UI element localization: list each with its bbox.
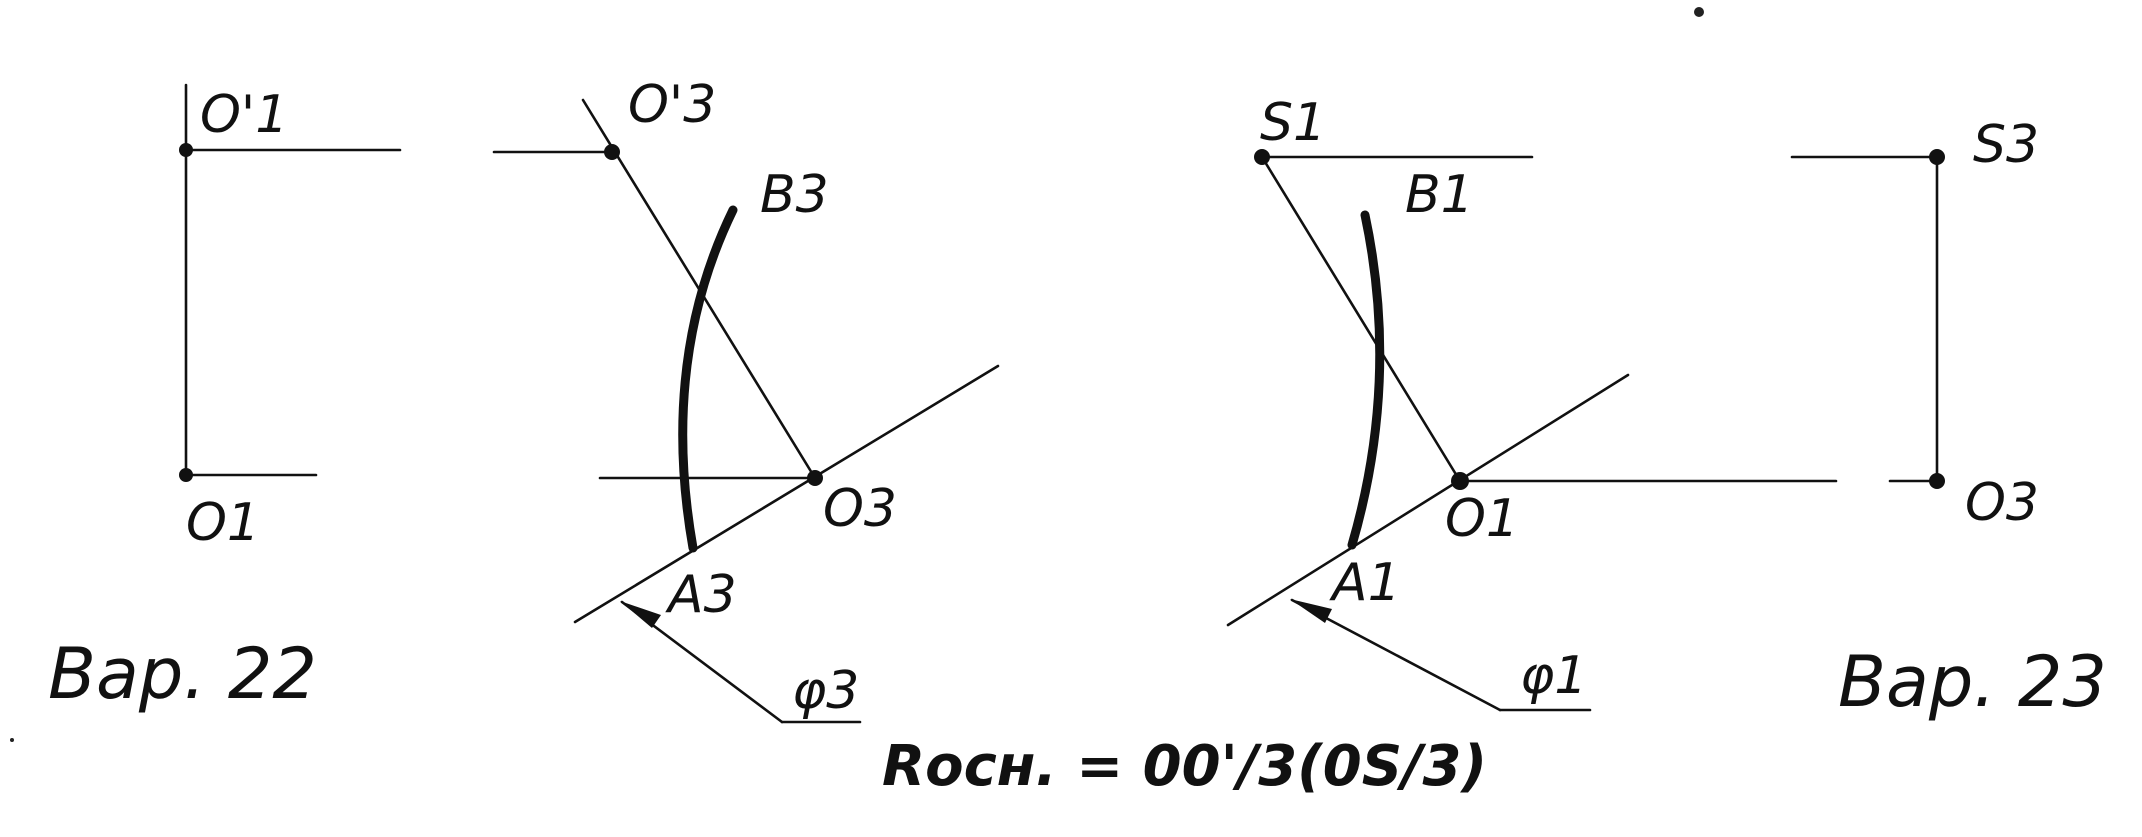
a1-label: A1 xyxy=(1329,553,1401,613)
arc-a1-b1 xyxy=(1347,210,1385,550)
s3-point xyxy=(1929,149,1945,165)
phi3-trace-line xyxy=(573,364,1000,624)
o1-mid-label: O1 xyxy=(1445,489,1519,549)
b1-label: B1 xyxy=(1405,165,1474,225)
o3-label: O3 xyxy=(823,479,897,539)
variant-22-frame: O'1 O1 xyxy=(179,83,402,553)
phi3-label: φ3 xyxy=(792,661,859,721)
phi1-label: φ1 xyxy=(1520,646,1587,706)
s3-label: S3 xyxy=(1973,115,2039,175)
o3-right-label: O3 xyxy=(1965,473,2039,533)
phi1-arrowhead xyxy=(1290,599,1332,623)
phi3-arrowhead xyxy=(620,601,661,628)
variant-23-frame: S3 O3 xyxy=(1790,115,2039,533)
arc-a3-b3 xyxy=(678,205,738,553)
radius-formula: Rосн. = 00'/3(0S/3) xyxy=(882,734,1487,799)
o3-prime-label: O'3 xyxy=(628,75,716,135)
o1-mid-point xyxy=(1451,472,1469,490)
o3-point xyxy=(807,470,823,486)
s1-to-o1-line xyxy=(1260,155,1462,483)
scan-speck xyxy=(10,738,14,742)
s1-point xyxy=(1254,149,1270,165)
a3-label: A3 xyxy=(665,565,737,625)
s1-label: S1 xyxy=(1260,93,1326,153)
variant-23-construction: S1 B1 O1 A1 φ1 xyxy=(1226,93,1838,712)
variant-22-caption: Вар. 22 xyxy=(48,633,317,715)
variant-23-caption: Вар. 23 xyxy=(1838,641,2107,723)
phi1-trace-line xyxy=(1226,373,1630,627)
o1-prime-label: O'1 xyxy=(200,85,288,145)
scan-speck xyxy=(1694,7,1704,17)
o3-right-point xyxy=(1929,473,1945,489)
variant-22-construction: O'3 B3 O3 A3 φ3 xyxy=(492,75,1000,724)
o1-label: O1 xyxy=(186,493,260,553)
o1-point xyxy=(179,468,193,482)
o3-prime-point xyxy=(604,144,620,160)
b3-label: B3 xyxy=(760,165,829,225)
o1-prime-point xyxy=(179,143,193,157)
